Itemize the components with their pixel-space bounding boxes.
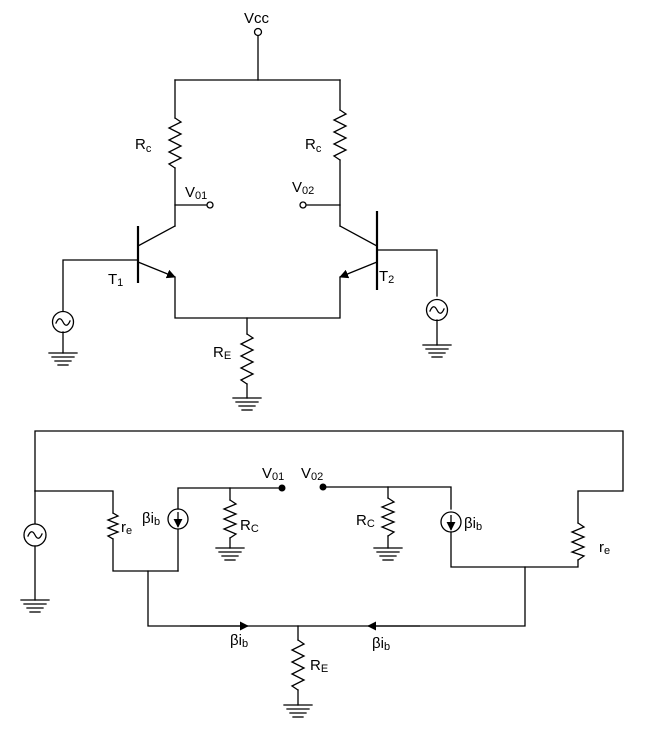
eq-re-tail-resistor	[290, 639, 306, 691]
rc-left-resistor	[167, 117, 183, 169]
top-circuit: Vcc Rc Rc V01 V02 T1 T2 RE	[48, 10, 452, 411]
eq-source-ground-icon	[20, 599, 50, 613]
eq-ac-source-icon	[23, 523, 47, 547]
re-left-resistor	[106, 512, 120, 540]
right-source-wire-bottom	[450, 531, 579, 568]
eq-re-left-label: re	[121, 519, 132, 537]
left-ac-source-icon	[51, 310, 75, 334]
re-label: RE	[213, 344, 231, 362]
rc-left-ground-icon	[215, 547, 245, 561]
rc-right-resistor	[332, 109, 348, 161]
outer-loop-wire	[34, 430, 624, 524]
eq-right-source-label: βib	[464, 515, 482, 533]
vo2-terminal	[299, 201, 307, 209]
eq-re-right-label: re	[599, 539, 610, 557]
vcc-label: Vcc	[244, 10, 270, 27]
tail-wire	[147, 566, 526, 627]
eq-vo2-label: V02	[301, 465, 323, 483]
eq-left-tail-current-label: βib	[230, 632, 248, 650]
eq-right-tail-current-label: βib	[372, 635, 390, 653]
equivalent-circuit: V01 V02 re βib RC RC βib re βib βib RE	[20, 430, 624, 718]
eq-rc-left-resistor	[222, 499, 238, 539]
transistor-t2	[339, 211, 438, 297]
left-top-wire	[34, 490, 114, 514]
t2-label: T2	[379, 268, 394, 286]
right-output-wire	[322, 486, 452, 510]
re-ground-icon	[232, 397, 262, 411]
eq-left-source-label: βib	[142, 510, 160, 528]
transistor-t1	[62, 225, 176, 313]
re-resistor	[239, 333, 255, 385]
vo1-label: V01	[185, 184, 207, 202]
rc-right-label: Rc	[305, 136, 322, 155]
eq-rc-left-label: RC	[240, 517, 259, 535]
left-source-ground-icon	[48, 352, 78, 366]
rc-right-ground-icon	[373, 547, 403, 561]
eq-re-tail-label: RE	[310, 657, 328, 675]
re-right-resistor	[570, 522, 586, 561]
vo1-node	[278, 484, 286, 492]
vcc-terminal	[253, 27, 263, 37]
vo1-terminal	[206, 201, 214, 209]
rc-left-label: Rc	[135, 136, 152, 155]
right-source-ground-icon	[422, 344, 452, 358]
eq-vo1-label: V01	[262, 465, 284, 483]
vo2-label: V02	[292, 179, 314, 197]
emitter-tail-wire	[174, 276, 341, 319]
re-left-wire	[112, 538, 179, 572]
t1-label: T1	[108, 271, 123, 289]
eq-re-ground-icon	[283, 704, 313, 718]
eq-rc-right-resistor	[380, 497, 396, 537]
left-output-wire	[177, 487, 283, 510]
eq-rc-right-label: RC	[356, 512, 375, 530]
right-ac-source-icon	[425, 298, 449, 322]
